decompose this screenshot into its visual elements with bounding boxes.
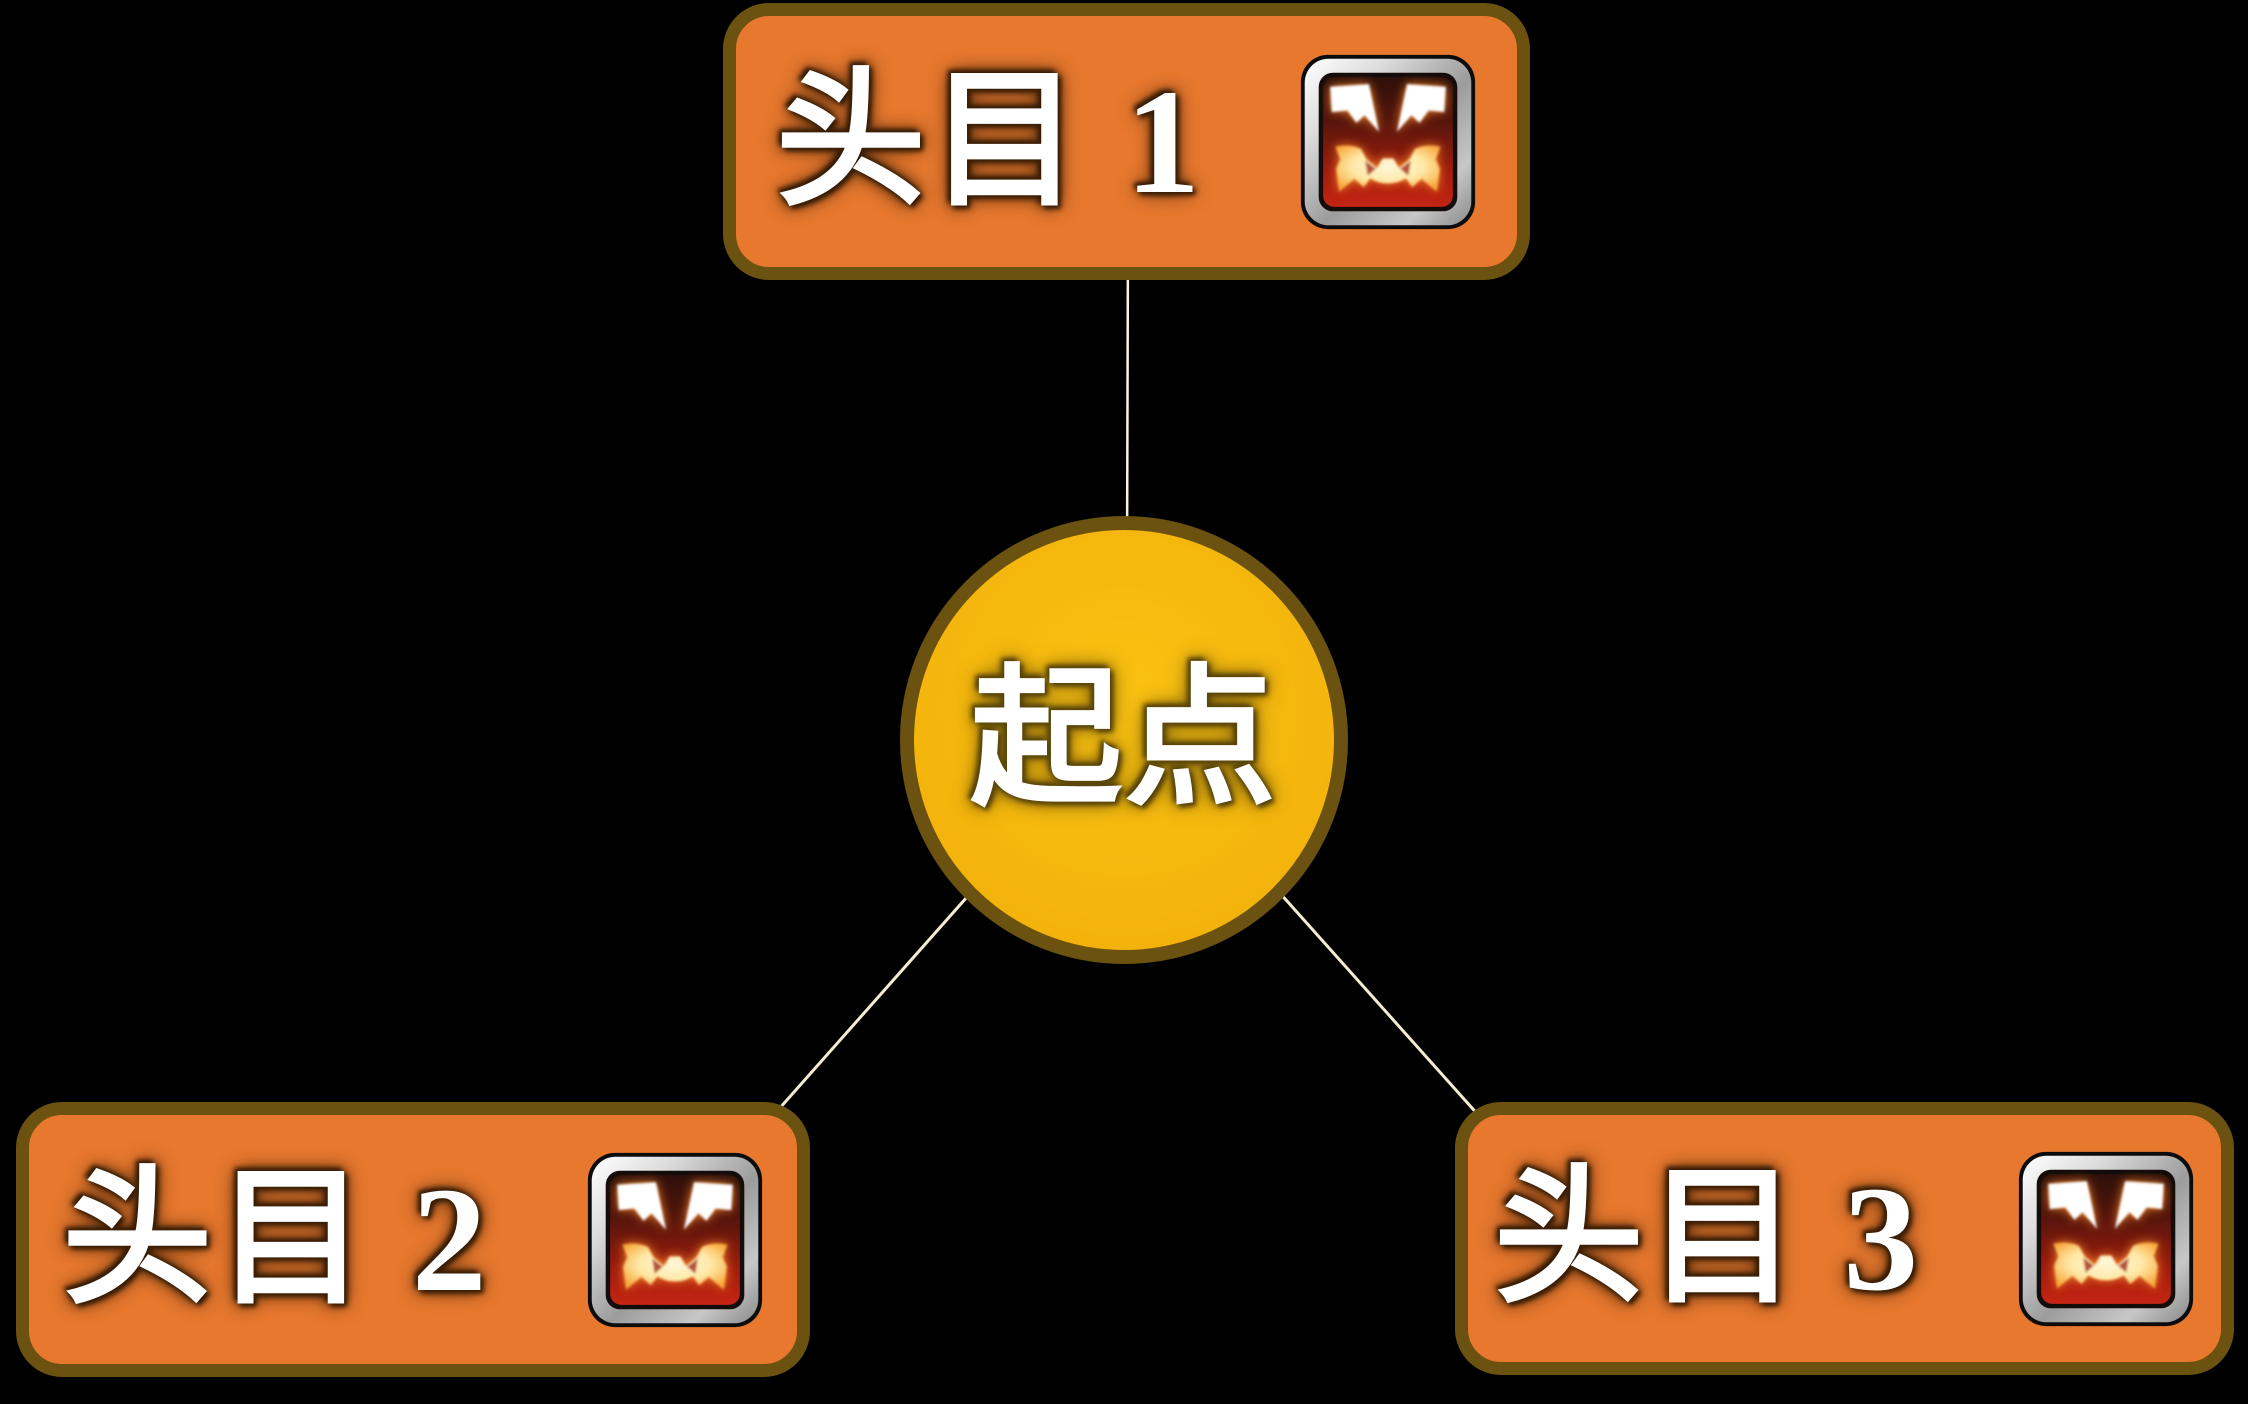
edge-start-to-boss-1 bbox=[1125, 229, 1130, 566]
demon-face-icon bbox=[586, 1151, 764, 1329]
start-node[interactable]: 起点 bbox=[900, 516, 1348, 964]
boss-node-2-label: 头目 2 bbox=[62, 1156, 491, 1323]
start-node-label: 起点 bbox=[970, 656, 1278, 824]
boss-node-1-label: 头目 1 bbox=[775, 58, 1205, 225]
boss-node-1[interactable]: 头目 1 bbox=[723, 3, 1530, 280]
boss-node-2[interactable]: 头目 2 bbox=[16, 1102, 810, 1377]
boss-node-3-label: 头目 3 bbox=[1493, 1155, 1923, 1322]
boss-node-3[interactable]: 头目 3 bbox=[1455, 1102, 2234, 1375]
demon-face-icon bbox=[1299, 53, 1477, 231]
demon-face-icon bbox=[2017, 1150, 2195, 1328]
